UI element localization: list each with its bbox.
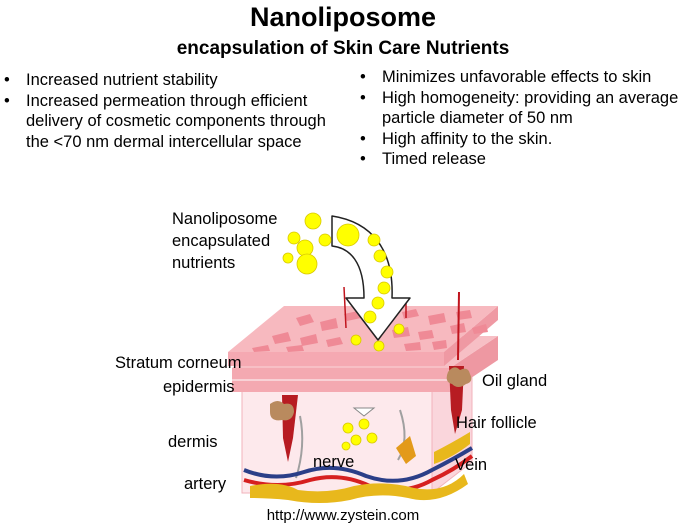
- benefits-list-left: Increased nutrient stability Increased p…: [0, 70, 340, 152]
- label-dermis: dermis: [168, 433, 218, 451]
- benefit-item: High homogeneity: providing an average p…: [356, 88, 686, 129]
- label-vein: Vein: [455, 456, 488, 474]
- benefits-list-right: Minimizes unfavorable effects to skin Hi…: [356, 67, 686, 170]
- label-epidermis: epidermis: [163, 378, 235, 396]
- nanoliposome-particles: [282, 212, 405, 352]
- hair-strand: [457, 291, 460, 361]
- benefit-item: Timed release: [356, 149, 686, 170]
- source-url[interactable]: http://www.zystein.com: [266, 507, 420, 524]
- label-hair-follicle: Hair follicle: [456, 414, 537, 432]
- dermal-particles: [341, 418, 378, 451]
- nerve-ending: [396, 436, 416, 464]
- label-artery: artery: [184, 475, 227, 493]
- hair-strand: [343, 286, 347, 329]
- callout-line: encapsulated: [172, 232, 271, 250]
- fat-tissue-side: [434, 432, 470, 464]
- nanoliposome-callout: Nanoliposome encapsulated nutrients: [172, 208, 277, 274]
- label-nerve: nerve: [313, 453, 355, 471]
- penetration-arrow: [352, 407, 376, 417]
- gland-tissue: [270, 401, 294, 421]
- page-subtitle: encapsulation of Skin Care Nutrients: [176, 38, 510, 59]
- callout-line: Nanoliposome: [172, 210, 278, 228]
- callout-line: nutrients: [172, 254, 236, 272]
- delivery-arrow: [331, 215, 411, 341]
- benefit-item: Minimizes unfavorable effects to skin: [356, 67, 686, 88]
- stratum-slab-front: [228, 352, 444, 366]
- benefit-item: Increased permeation through efficient d…: [0, 91, 340, 153]
- oil-gland: [446, 367, 472, 387]
- fat-tissue: [250, 474, 468, 503]
- vein-vessel: [243, 446, 474, 483]
- label-stratum-corneum: Stratum corneum: [115, 354, 242, 372]
- nerve-fiber: [397, 409, 406, 461]
- label-oil-gland: Oil gland: [482, 372, 548, 390]
- benefit-item: High affinity to the skin.: [356, 129, 686, 150]
- corneocyte-cells: [252, 309, 488, 352]
- benefit-item: Increased nutrient stability: [0, 70, 340, 91]
- page-title: Nanoliposome: [249, 2, 437, 32]
